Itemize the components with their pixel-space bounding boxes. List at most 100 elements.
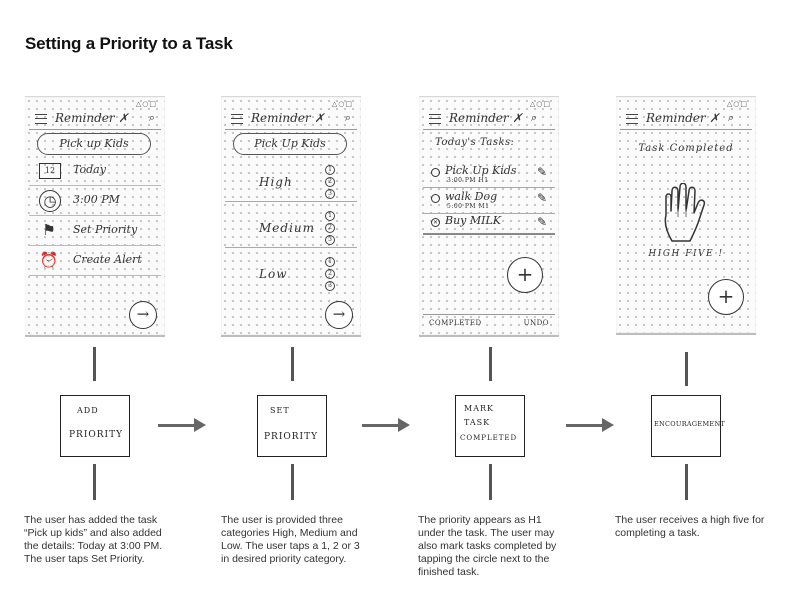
sketch-screen-add-details: △○□ Reminder ✗ ⌕ Pick up Kids 12 Today ◷… bbox=[25, 96, 165, 337]
page-title: Setting a Priority to a Task bbox=[25, 34, 233, 53]
step-card-encouragement: ENCOURAGEMENT bbox=[651, 395, 725, 457]
priority-low-3[interactable]: 3 bbox=[325, 281, 335, 291]
card-line: ENCOURAGEMENT bbox=[654, 420, 726, 428]
connector-line bbox=[489, 464, 492, 500]
edit-pencil-icon[interactable]: ✎ bbox=[536, 165, 547, 179]
add-task-button[interactable]: + bbox=[708, 279, 744, 315]
flow-arrow bbox=[566, 418, 614, 432]
task-complete-circle[interactable] bbox=[431, 194, 440, 203]
next-arrow-button[interactable]: → bbox=[325, 301, 353, 329]
app-topbar: Reminder ✗ ⌕ bbox=[29, 109, 161, 130]
step-card-set-priority: SET PRIORITY bbox=[257, 395, 327, 457]
sketch-screen-encouragement: △○□ Reminder ✗ ⌕ Task Completed HIGH FIV… bbox=[616, 96, 756, 335]
priority-high-1[interactable]: 1 bbox=[325, 165, 335, 175]
priority-high-2[interactable]: 2 bbox=[325, 177, 335, 187]
priority-row-medium[interactable]: Medium 1 2 3 bbox=[225, 209, 357, 248]
priority-medium-3[interactable]: 3 bbox=[325, 235, 335, 245]
priority-high-options: 1 2 3 bbox=[325, 165, 335, 201]
priority-row-high[interactable]: High 1 2 3 bbox=[225, 163, 357, 202]
alarm-icon: ⏰ bbox=[39, 251, 59, 269]
task-name-pill[interactable]: Pick up Kids bbox=[37, 133, 151, 155]
task-complete-circle[interactable] bbox=[431, 168, 440, 177]
sketch-screen-set-priority: △○□ Reminder ✗ ⌕ Pick Up Kids High 1 2 3… bbox=[221, 96, 361, 337]
app-topbar: Reminder ✗ ⌕ bbox=[620, 109, 752, 130]
menu-icon[interactable] bbox=[429, 114, 441, 124]
priority-medium-1[interactable]: 1 bbox=[325, 211, 335, 221]
task-item[interactable]: ✕ Buy MILK ✎ bbox=[423, 213, 555, 235]
search-icon[interactable]: ⌕ bbox=[530, 111, 537, 124]
app-title: Reminder ✗ bbox=[449, 111, 523, 125]
app-topbar: Reminder ✗ ⌕ bbox=[423, 109, 555, 130]
step-card-mark-completed: MARK TASK COMPLETED bbox=[455, 395, 525, 457]
app-title: Reminder ✗ bbox=[646, 111, 720, 125]
edit-pencil-icon[interactable]: ✎ bbox=[536, 215, 547, 229]
row-time-label: 3:00 PM bbox=[73, 193, 120, 206]
status-icons: △○□ bbox=[331, 100, 353, 108]
search-icon[interactable]: ⌕ bbox=[344, 111, 351, 124]
priority-row-low[interactable]: Low 1 2 3 bbox=[225, 255, 357, 293]
completed-tab[interactable]: COMPLETED bbox=[429, 319, 482, 327]
bottom-bar: COMPLETED UNDO bbox=[423, 314, 555, 331]
step-card-add-priority: ADD PRIORITY bbox=[60, 395, 130, 457]
step-caption: The user receives a high five for comple… bbox=[615, 514, 765, 539]
connector-line bbox=[291, 347, 294, 381]
connector-line bbox=[685, 352, 688, 386]
priority-medium-2[interactable]: 2 bbox=[325, 223, 335, 233]
priority-low-label: Low bbox=[259, 267, 288, 281]
clock-icon: ◷ bbox=[39, 190, 61, 212]
search-icon[interactable]: ⌕ bbox=[727, 111, 734, 124]
menu-icon[interactable] bbox=[231, 114, 243, 124]
priority-low-options: 1 2 3 bbox=[325, 257, 335, 293]
task-details: 5:00 PM M1 bbox=[447, 203, 490, 210]
priority-low-1[interactable]: 1 bbox=[325, 257, 335, 267]
flow-arrow bbox=[362, 418, 410, 432]
row-create-alert-label: Create Alert bbox=[73, 253, 142, 266]
task-completed-heading: Task Completed bbox=[638, 143, 734, 154]
next-arrow-button[interactable]: → bbox=[129, 301, 157, 329]
menu-icon[interactable] bbox=[626, 114, 638, 124]
card-line: TASK bbox=[464, 418, 491, 427]
row-date[interactable]: 12 Today bbox=[29, 157, 161, 186]
task-item[interactable]: walk Dog 5:00 PM M1 ✎ bbox=[423, 189, 555, 214]
task-item[interactable]: Pick Up Kids 3:00 PM H1 ✎ bbox=[423, 163, 555, 188]
app-title: Reminder ✗ bbox=[55, 111, 129, 125]
priority-low-2[interactable]: 2 bbox=[325, 269, 335, 279]
task-details: 3:00 PM H1 bbox=[447, 177, 489, 184]
task-complete-circle[interactable]: ✕ bbox=[431, 218, 440, 227]
priority-medium-label: Medium bbox=[259, 221, 316, 235]
undo-button[interactable]: UNDO bbox=[523, 319, 549, 327]
card-line: SET bbox=[270, 406, 290, 415]
flow-arrow bbox=[158, 418, 206, 432]
row-set-priority-label: Set Priority bbox=[73, 223, 138, 236]
row-set-priority[interactable]: ⚑ Set Priority bbox=[29, 217, 161, 246]
priority-medium-options: 1 2 3 bbox=[325, 211, 335, 247]
connector-line bbox=[489, 347, 492, 381]
connector-line bbox=[291, 464, 294, 500]
connector-line bbox=[93, 347, 96, 381]
step-caption: The user is provided three categories Hi… bbox=[221, 514, 360, 565]
status-icons: △○□ bbox=[135, 100, 157, 108]
connector-line bbox=[685, 464, 688, 500]
app-topbar: Reminder ✗ ⌕ bbox=[225, 109, 357, 130]
task-name: Buy MILK bbox=[445, 214, 502, 227]
row-time[interactable]: ◷ 3:00 PM bbox=[29, 187, 161, 216]
card-line: ADD bbox=[77, 406, 99, 415]
row-create-alert[interactable]: ⏰ Create Alert bbox=[29, 247, 161, 276]
calendar-icon: 12 bbox=[39, 163, 61, 179]
flag-icon: ⚑ bbox=[42, 221, 56, 239]
app-title: Reminder ✗ bbox=[251, 111, 325, 125]
card-line: PRIORITY bbox=[69, 430, 124, 440]
priority-high-3[interactable]: 3 bbox=[325, 189, 335, 199]
step-caption: The priority appears as H1 under the tas… bbox=[418, 514, 557, 578]
step-caption: The user has added the task “Pick up kid… bbox=[24, 514, 163, 565]
add-task-button[interactable]: + bbox=[507, 257, 543, 293]
high-five-label: HIGH FIVE ! bbox=[648, 249, 724, 259]
status-icons: △○□ bbox=[726, 100, 748, 108]
connector-line bbox=[93, 464, 96, 500]
search-icon[interactable]: ⌕ bbox=[148, 111, 155, 124]
card-line: PRIORITY bbox=[264, 432, 319, 442]
menu-icon[interactable] bbox=[35, 114, 47, 124]
todays-tasks-heading: Today's Tasks: bbox=[435, 137, 515, 148]
task-name-pill[interactable]: Pick Up Kids bbox=[233, 133, 347, 155]
edit-pencil-icon[interactable]: ✎ bbox=[536, 191, 547, 205]
